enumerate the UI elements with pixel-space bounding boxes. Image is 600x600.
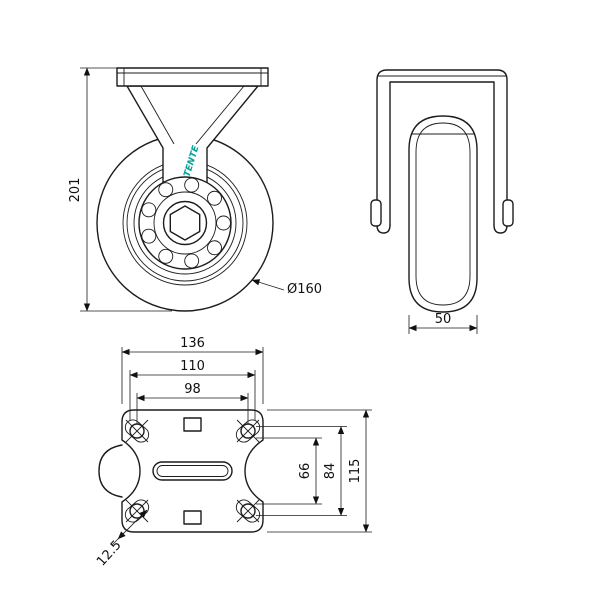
fork-tabs-top (183, 417, 202, 525)
side-view: 50 (370, 69, 514, 334)
dim-plate-width: 136 (121, 336, 264, 404)
mounting-plate-front (116, 67, 269, 87)
dim-wheel-width-label: 50 (435, 312, 452, 327)
dim-height-label: 201 (68, 178, 83, 203)
dim-wheel-diameter-label: Ø160 (287, 282, 322, 297)
dim-hole-width-label: 12.5 (94, 538, 125, 570)
dim-slot-spacing: 110 (129, 359, 256, 420)
bolt-hole-top-right (235, 419, 261, 443)
dim-wheel-diameter: Ø160 (251, 279, 322, 297)
dim-hole-spacing-min: 66 (256, 437, 322, 505)
bearing-balls (141, 177, 231, 269)
axle-nut-hexagon (169, 205, 201, 241)
bolt-hole-bottom-left (124, 499, 150, 523)
bolt-hole-bottom-right (235, 499, 261, 523)
dim-hole-spacing-max-label: 84 (323, 463, 338, 480)
wheel-side (408, 115, 478, 313)
dim-plate-depth-label: 115 (348, 459, 363, 484)
wheel-bulge (98, 444, 123, 498)
center-slot (152, 461, 233, 481)
plate-outline (121, 409, 264, 533)
dim-plate-width-label: 136 (180, 336, 205, 351)
dim-hole-spacing-max: 84 (256, 426, 347, 516)
front-view: TENTE 201 (68, 67, 322, 312)
axle-boss-left (370, 199, 382, 227)
dim-hole-spacing-label: 98 (184, 382, 201, 397)
hub-front (138, 176, 232, 270)
dim-slot-spacing-label: 110 (180, 359, 205, 374)
bracket-side (370, 69, 514, 234)
dim-height: 201 (68, 67, 172, 312)
dim-hole-spacing-min-label: 66 (298, 463, 313, 480)
dim-plate-depth: 115 (267, 409, 372, 533)
plate-top-view: 136 110 98 66 84 (94, 336, 372, 569)
dim-hole-spacing: 98 (136, 382, 249, 424)
dim-wheel-width: 50 (408, 312, 478, 334)
axle-boss-right (502, 199, 514, 227)
